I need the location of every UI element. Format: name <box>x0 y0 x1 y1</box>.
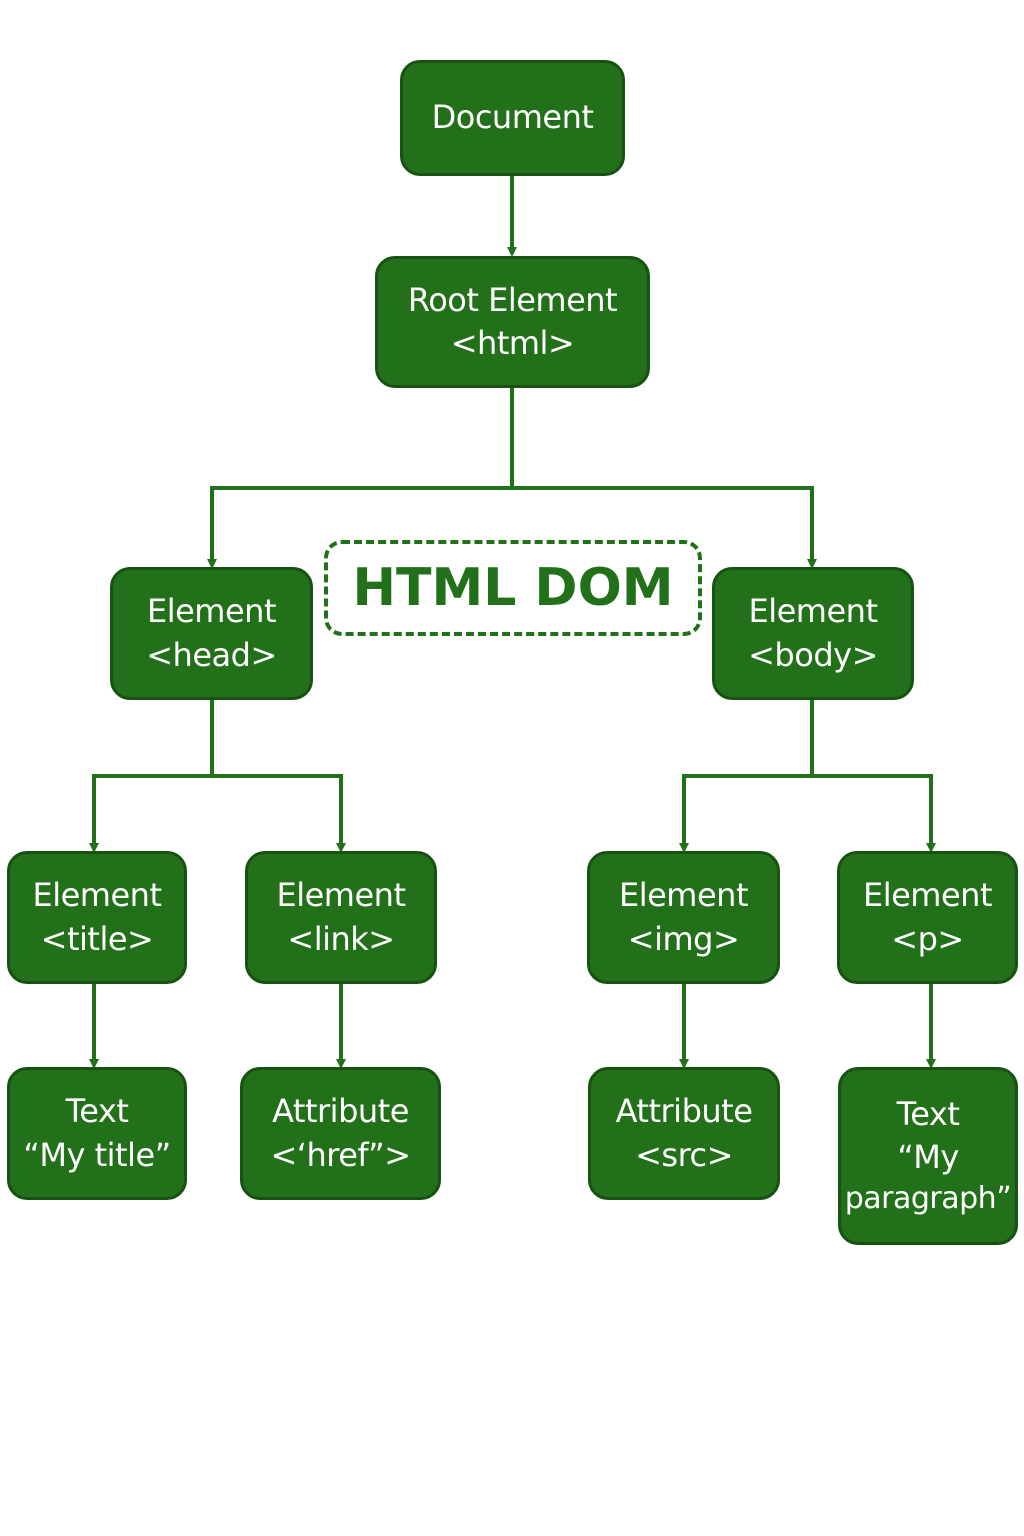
node-href-value: <‘href”> <box>270 1135 411 1174</box>
node-element-title: Element <title> <box>7 851 187 984</box>
node-root-element: Root Element <html> <box>375 256 650 388</box>
node-title-text-value: “My title” <box>23 1135 171 1174</box>
node-root-tag: <html> <box>450 324 575 362</box>
node-p-text-value-2: paragraph” <box>844 1180 1012 1216</box>
node-title-tag: <title> <box>40 919 154 958</box>
node-text-my-title: Text “My title” <box>7 1067 187 1200</box>
node-document-label: Document <box>431 98 594 137</box>
diagram-title: HTML DOM <box>324 540 702 636</box>
node-title-text-label: Text <box>65 1092 129 1131</box>
edge-body-p <box>812 774 936 853</box>
node-href-label: Attribute <box>272 1092 409 1131</box>
edge-body-img <box>679 700 814 853</box>
edge-root-body <box>512 486 817 569</box>
node-body-tag: <body> <box>748 635 878 674</box>
node-head-label: Element <box>147 592 276 631</box>
node-body-label: Element <box>748 592 878 631</box>
node-p-tag: <p> <box>891 919 964 958</box>
node-img-tag: <img> <box>627 919 740 958</box>
node-element-p: Element <p> <box>837 851 1018 984</box>
edge-head-title <box>89 700 214 853</box>
node-p-text-value-1: “My <box>897 1137 959 1176</box>
node-title-label: Element <box>32 876 162 915</box>
node-attribute-href: Attribute <‘href”> <box>240 1067 441 1200</box>
edge-head-link <box>212 774 346 853</box>
node-src-value: <src> <box>635 1135 733 1174</box>
diagram-title-text: HTML DOM <box>352 558 674 618</box>
node-p-label: Element <box>863 876 992 915</box>
node-text-my-paragraph: Text “My paragraph” <box>838 1067 1018 1245</box>
node-element-img: Element <img> <box>587 851 780 984</box>
node-document: Document <box>400 60 625 176</box>
node-element-link: Element <link> <box>245 851 437 984</box>
node-p-text-label: Text <box>896 1094 960 1133</box>
node-src-label: Attribute <box>615 1092 753 1131</box>
node-root-label: Root Element <box>407 280 618 319</box>
node-attribute-src: Attribute <src> <box>588 1067 780 1200</box>
node-img-label: Element <box>619 876 748 915</box>
node-link-label: Element <box>276 876 406 915</box>
edge-root-head <box>207 388 514 569</box>
node-link-tag: <link> <box>287 919 395 958</box>
node-head-tag: <head> <box>146 635 277 674</box>
node-element-head: Element <head> <box>110 567 313 700</box>
node-element-body: Element <body> <box>712 567 914 700</box>
